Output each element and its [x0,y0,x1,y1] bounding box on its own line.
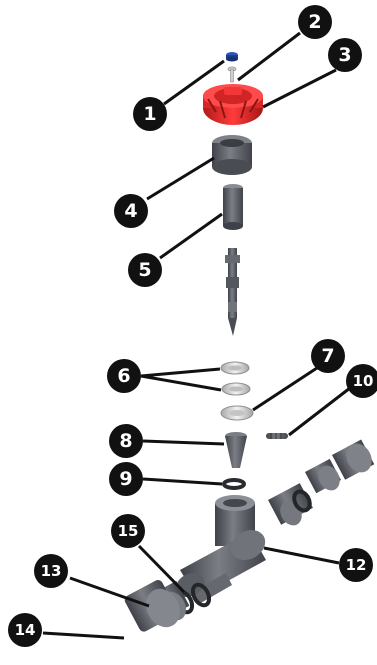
callout-label-4: 4 [124,200,137,222]
part-8-cone [225,432,247,468]
callout-2: 2 [298,5,332,39]
leader-2 [237,31,301,82]
callout-10: 10 [346,364,377,398]
callout-4: 4 [114,194,148,228]
callout-label-7: 7 [321,345,334,367]
part-12-right-fittings [292,439,375,513]
callout-label-5: 5 [138,259,151,281]
callout-15: 15 [111,514,145,548]
part-6-seal-upper [220,361,250,375]
leader-6b [140,374,222,392]
leader-1 [163,59,225,106]
leader-12 [263,546,340,565]
callout-3: 3 [328,38,362,72]
callout-label-9: 9 [119,468,132,490]
callout-label-10: 10 [353,372,374,390]
leader-14 [42,631,125,640]
callout-1: 1 [133,97,167,131]
callout-label-2: 2 [308,11,321,33]
part-3-red-handwheel [203,84,263,125]
callout-label-12: 12 [346,556,367,574]
callout-13: 13 [34,554,68,588]
part-10-pin [266,433,288,439]
part-14-end-cap [124,580,180,632]
leader-4 [146,156,215,201]
valve-body [175,483,313,604]
leader-15 [137,544,186,594]
part-2-screw [227,66,237,83]
callout-5: 5 [128,253,162,287]
leader-13 [69,576,150,608]
leader-6a [140,367,221,378]
callout-9: 9 [109,462,143,496]
part-7-gland-ring [220,405,254,421]
callout-label-15: 15 [118,522,139,540]
leader-9 [142,477,223,486]
callout-14: 14 [8,613,42,647]
callout-label-3: 3 [338,44,351,66]
callout-8: 8 [109,424,143,458]
part-5-stem-sleeve [223,184,243,230]
part-1-blue-cap [226,52,238,62]
part-9-o-ring [222,478,246,490]
callout-label-8: 8 [119,430,132,452]
callout-label-1: 1 [143,103,156,125]
leader-7 [252,364,321,412]
callout-12: 12 [339,548,373,582]
leader-5 [159,212,223,260]
callouts: 1 2 3 4 5 6 7 [8,5,377,647]
leader-10 [288,386,351,437]
leader-8 [142,439,225,446]
part-6-seal-lower [221,382,251,396]
callout-7: 7 [311,339,345,373]
callout-label-6: 6 [117,365,130,387]
callout-label-13: 13 [41,562,62,580]
callout-label-14: 14 [15,621,36,639]
leader-lines [42,31,351,640]
part-4-union-nut [212,135,252,175]
valve-stem [225,248,240,336]
callout-6: 6 [107,359,141,393]
leader-3 [262,68,337,109]
